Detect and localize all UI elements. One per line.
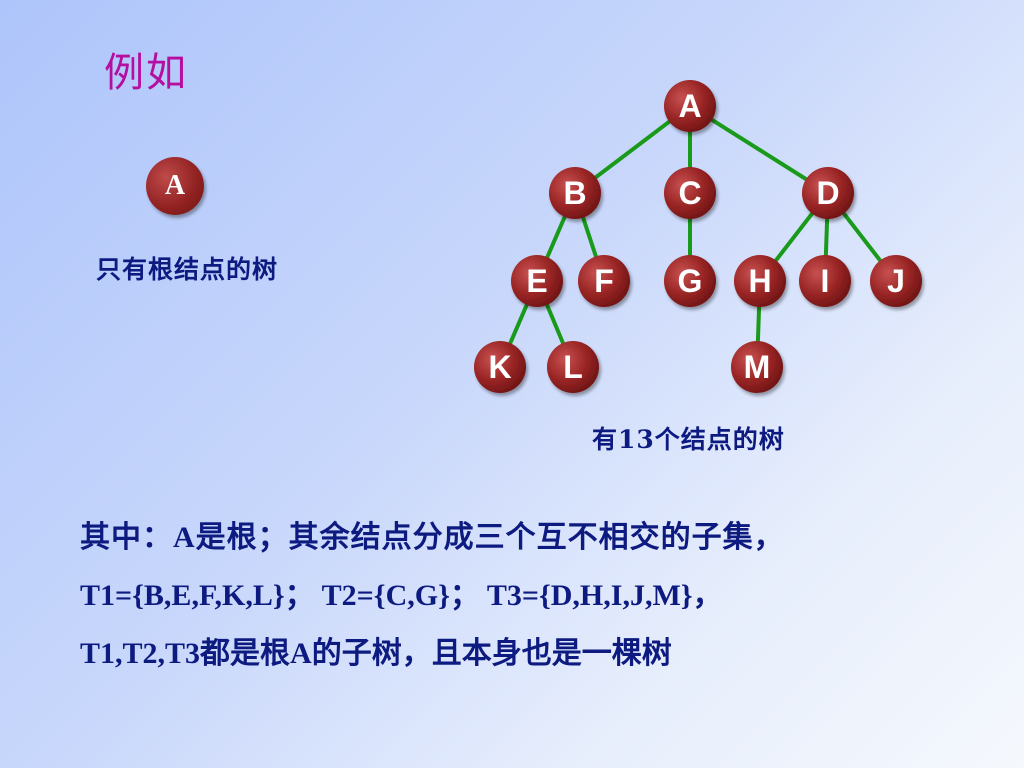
single-node-caption: 只有根结点的树	[96, 255, 279, 284]
tree-node-circle	[870, 255, 922, 307]
tree-node-a: A	[664, 80, 716, 132]
tree-node-label: D	[816, 175, 839, 211]
tree-node-circle	[474, 341, 526, 393]
tree-node-circle	[511, 255, 563, 307]
tree-node-label: G	[678, 263, 703, 299]
description-line-2: T1={B,E,F,K,L}； T2={C,G}； T3={D,H,I,J,M}…	[80, 579, 723, 612]
tree-node-b: B	[549, 167, 601, 219]
tree-node-d: D	[802, 167, 854, 219]
slide-title: 例如	[104, 50, 188, 96]
tree-node-label: C	[678, 175, 701, 211]
tree-node-i: I	[799, 255, 851, 307]
tree-node-label: K	[488, 349, 511, 385]
tree-node-k: K	[474, 341, 526, 393]
tree-edge-a-d	[688, 104, 830, 195]
tree-node-label: J	[887, 263, 905, 299]
tree-node-circle	[731, 341, 783, 393]
tree-node-m: M	[731, 341, 783, 393]
single-root-node: A	[146, 157, 204, 215]
tree-node-h: H	[734, 255, 786, 307]
single-root-node-label: A	[164, 170, 186, 201]
tree-node-circle	[799, 255, 851, 307]
tree-node-circle	[664, 167, 716, 219]
tree-node-c: C	[664, 167, 716, 219]
tree-node-j: J	[870, 255, 922, 307]
tree-node-label: F	[594, 263, 614, 299]
tree-node-e: E	[511, 255, 563, 307]
tree-caption: 有13个结点的树	[592, 425, 785, 454]
tree-node-label: H	[748, 263, 771, 299]
description-line-1: 其中：A是根；其余结点分成三个互不相交的子集，	[80, 521, 785, 554]
tree-node-f: F	[578, 255, 630, 307]
tree-node-label: L	[563, 349, 583, 385]
tree-node-circle	[802, 167, 854, 219]
tree-node-circle	[549, 167, 601, 219]
tree-node-g: G	[664, 255, 716, 307]
tree-node-label: E	[526, 263, 547, 299]
tree-node-label: M	[744, 349, 771, 385]
tree-node-label: A	[678, 88, 701, 124]
tree-node-circle	[734, 255, 786, 307]
tree-node-label: B	[563, 175, 586, 211]
tree-node-circle	[578, 255, 630, 307]
tree-node-circle	[664, 80, 716, 132]
tree-node-circle	[664, 255, 716, 307]
tree-node-circle	[547, 341, 599, 393]
tree-node-label: I	[821, 263, 830, 299]
tree-node-l: L	[547, 341, 599, 393]
description-line-3: T1,T2,T3都是根A的子树，且本身也是一棵树	[80, 637, 672, 670]
